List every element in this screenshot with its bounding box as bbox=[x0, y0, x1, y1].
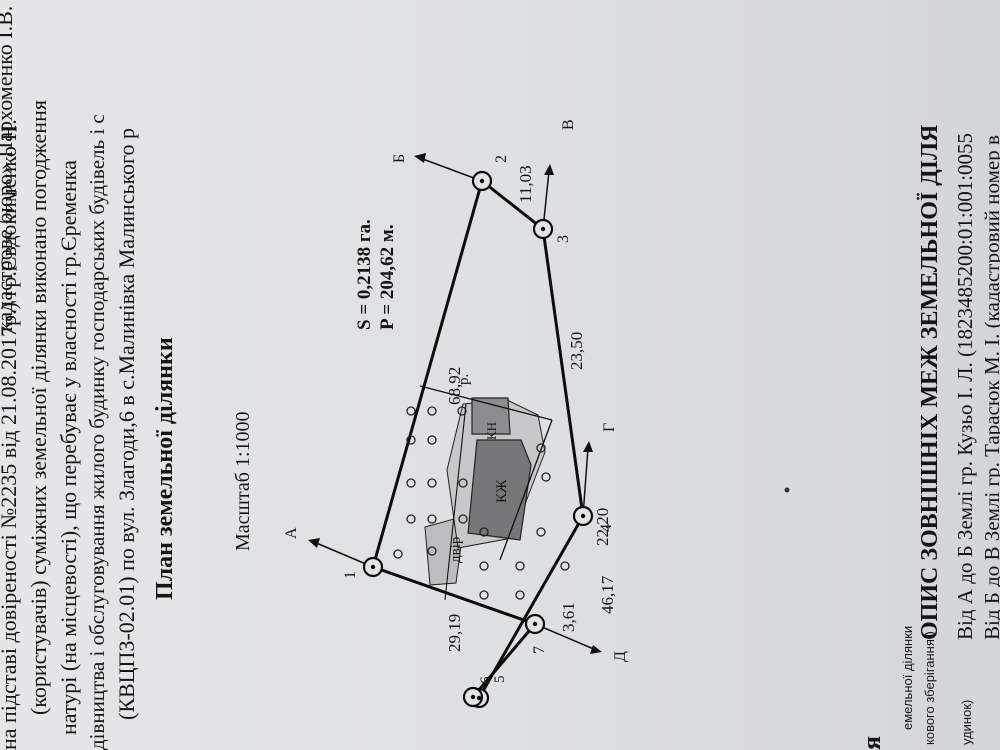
interior-line-c bbox=[444, 403, 467, 601]
interior-line-a bbox=[419, 385, 553, 421]
length-6-7: 46,17 bbox=[598, 575, 617, 614]
arrow-d-line bbox=[534, 623, 597, 651]
neighbor-b-label: Б bbox=[391, 154, 408, 163]
description-title: ОПИС ЗОВНІШНІХ МЕЖ ЗЕМЕЛЬНОЇ ДІЛЯ bbox=[917, 125, 943, 640]
arrow-d-head bbox=[590, 645, 602, 654]
left-fragment-2: кового зберігання ) bbox=[922, 631, 937, 745]
label-kn: КН bbox=[484, 422, 499, 440]
arrow-a-head bbox=[308, 538, 320, 548]
neighbor-labels: А Б В Г Д bbox=[283, 119, 629, 662]
length-7-1: 29,19 bbox=[445, 614, 464, 652]
header-line-5: (КВЦПЗ-02.01) по вул. Злагоди,6 в с.Мали… bbox=[114, 128, 139, 720]
left-fragment-1: емельної ділянки bbox=[900, 626, 915, 730]
interior-line-b bbox=[499, 419, 553, 561]
length-1-2: 68,92 bbox=[445, 367, 464, 405]
header-bureau-fragment: кадастрове бюро» Пархоменко І.В. в прису… bbox=[0, 0, 17, 332]
left-heading-fragment: я bbox=[857, 736, 886, 750]
arrow-g-head bbox=[583, 441, 593, 452]
description-line-2: Від Б до В Землі гр. Тарасюк М. І. (када… bbox=[980, 135, 1000, 640]
arrow-b-head bbox=[414, 153, 426, 163]
label-kzh: КЖ bbox=[494, 479, 510, 503]
header-line-2: (користувачів) суміжних земельної ділянк… bbox=[26, 100, 51, 715]
header-line-4: дівництва і обслуговування жилого будинк… bbox=[85, 114, 109, 750]
length-3-4: 23,50 bbox=[567, 332, 586, 370]
description-line-1: Від А до Б Землі гр. Кузьо І. Л. (182348… bbox=[953, 133, 977, 640]
arrow-a-line bbox=[313, 541, 374, 568]
segment-lengths: 68,92 11,03 23,50 22,20 46,17 3,61 29,19 bbox=[445, 165, 617, 652]
header-text-block: на підставі довіреності №2235 від 21.08.… bbox=[0, 0, 139, 750]
building-kzh bbox=[467, 439, 532, 541]
area-value: S = 0,2138 га. bbox=[354, 219, 375, 330]
arrow-g-line bbox=[582, 447, 589, 517]
neighbor-v-label: В bbox=[560, 119, 577, 130]
neighbor-g-label: Г bbox=[601, 423, 618, 432]
vertex-7-label: 7 bbox=[531, 646, 548, 654]
pen-mark bbox=[784, 487, 790, 493]
length-4-5: 22,20 bbox=[593, 508, 612, 546]
boundary-1-2-3-4 bbox=[371, 178, 585, 568]
vertex-1-label: 1 bbox=[342, 571, 359, 579]
neighbor-a-label: А bbox=[283, 527, 300, 539]
length-2-3: 11,03 bbox=[516, 165, 535, 203]
length-5-6: 3,61 bbox=[559, 602, 578, 632]
vertex-3-label: 3 bbox=[555, 235, 572, 243]
vertex-6-label: 6 bbox=[478, 676, 494, 684]
label-dvir: двір bbox=[448, 537, 464, 563]
arrow-v-head bbox=[544, 164, 554, 175]
plan-title: План земельної ділянки bbox=[152, 337, 178, 600]
parcel-plan bbox=[308, 153, 602, 709]
vertex-2-label: 2 bbox=[493, 155, 510, 163]
vertex-4-label: 4 bbox=[598, 524, 615, 532]
plan-scale: Масштаб 1:1000 bbox=[232, 411, 254, 551]
header-line-1: на підставі довіреності №2235 від 21.08.… bbox=[0, 119, 21, 750]
left-fragment-3: удинок) bbox=[959, 700, 974, 745]
tree-markers bbox=[393, 406, 570, 600]
header-line-3: натурі (на місцевості), що перебуває у в… bbox=[56, 160, 81, 735]
vertex-labels: 1 2 3 4 5 6 7 bbox=[342, 155, 615, 684]
neighbor-d-label: Д bbox=[612, 651, 629, 662]
vertex-5-label: 5 bbox=[492, 676, 508, 684]
yard-area bbox=[424, 515, 466, 586]
perimeter-value: P = 204,62 м. bbox=[377, 224, 398, 330]
arrow-b-line bbox=[419, 157, 483, 182]
label-r: р. bbox=[456, 374, 472, 385]
